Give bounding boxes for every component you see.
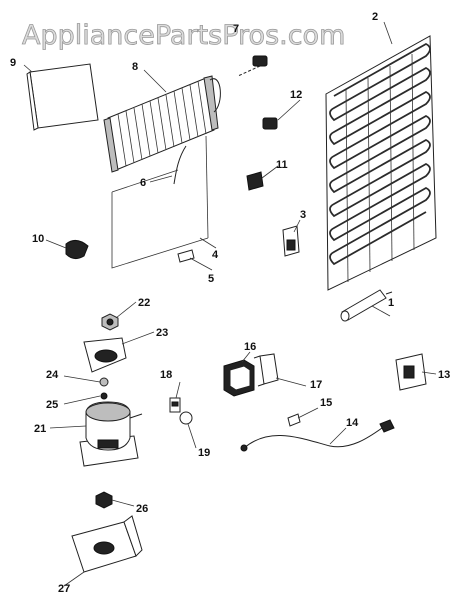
bracket-3-icon (282, 225, 300, 257)
callout-13: 13 (438, 369, 450, 381)
terminal-18-icon (169, 397, 181, 413)
bracket-12-icon (262, 117, 278, 130)
power-cord-icon (240, 413, 395, 452)
cover-13-icon (395, 353, 427, 391)
callout-19: 19 (198, 447, 210, 459)
condenser-coil-icon (325, 35, 437, 291)
callout-8: 8 (132, 61, 138, 73)
drier-icon (340, 289, 393, 322)
nut-22-icon (101, 313, 119, 331)
callout-labels: 1 2 3 4 5 6 7 8 9 10 11 12 13 14 15 16 1… (10, 11, 450, 595)
tube-icon (173, 145, 187, 185)
callout-9: 9 (10, 57, 16, 69)
callout-3: 3 (300, 209, 306, 221)
callout-23: 23 (156, 327, 168, 339)
callout-12: 12 (290, 89, 302, 101)
overload-icon (253, 353, 279, 387)
callout-27: 27 (58, 583, 70, 595)
grommet-26-icon (95, 491, 113, 509)
callout-17: 17 (310, 379, 322, 391)
clamp-5-icon (177, 249, 195, 263)
callout-2: 2 (372, 11, 378, 23)
capacitor-19-icon (179, 411, 193, 425)
leader-lines (23, 21, 437, 587)
callout-1: 1 (388, 297, 394, 309)
harness-icon (111, 135, 209, 269)
washer-25-icon (100, 392, 108, 400)
watermark: AppliancePartsPros.com (22, 20, 345, 51)
relay-icon (223, 359, 255, 397)
evaporator-icon (103, 75, 221, 173)
callout-14: 14 (346, 417, 359, 429)
callout-4: 4 (212, 249, 219, 261)
panel-icon (26, 63, 99, 131)
washer-24-icon (99, 377, 109, 387)
callout-7: 7 (233, 23, 239, 35)
grommet-icon (65, 240, 89, 260)
housing-23-icon (83, 337, 127, 373)
clip-11-icon (246, 171, 264, 191)
callout-6: 6 (140, 177, 146, 189)
callout-5: 5 (208, 273, 214, 285)
callout-25: 25 (46, 399, 58, 411)
callout-22: 22 (138, 297, 150, 309)
callout-21: 21 (34, 423, 46, 435)
callout-11: 11 (276, 159, 288, 171)
compressor-icon (79, 401, 143, 467)
mounting-bracket-icon (71, 515, 143, 573)
callout-18: 18 (160, 369, 172, 381)
callout-16: 16 (244, 341, 256, 353)
callout-26: 26 (136, 503, 148, 515)
callout-10: 10 (32, 233, 44, 245)
callout-24: 24 (46, 369, 59, 381)
callout-15: 15 (320, 397, 332, 409)
clip-icon (237, 55, 268, 77)
